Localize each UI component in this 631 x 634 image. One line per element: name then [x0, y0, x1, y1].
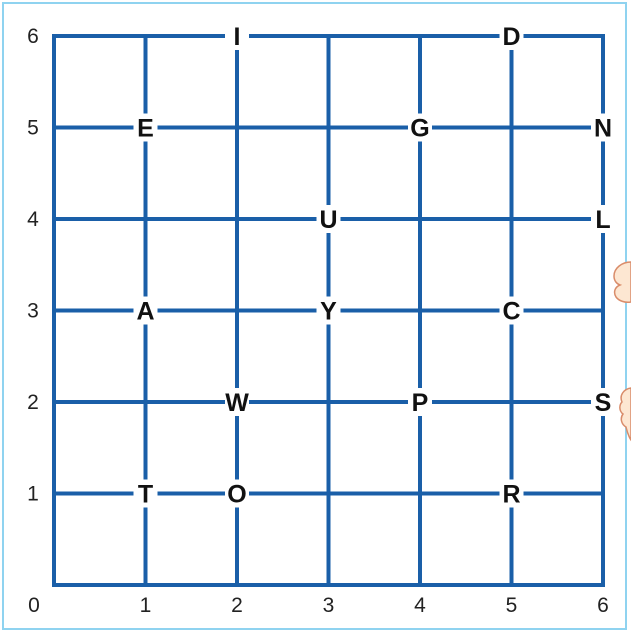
y-tick-label: 4 [27, 208, 39, 231]
letter-label: L [595, 206, 610, 234]
letter-label: N [594, 115, 612, 143]
x-tick-label: 6 [597, 594, 609, 617]
grid-letters: I D E G N U L A Y C W P S T O R [134, 22, 616, 509]
y-tick-label: 6 [27, 25, 39, 48]
grid-letter: D [500, 22, 524, 51]
grid-letter: R [500, 480, 524, 509]
y-tick-label: 1 [27, 483, 39, 506]
grid-letter: S [591, 388, 615, 417]
letter-label: A [136, 298, 154, 326]
letter-label: O [227, 481, 246, 509]
letter-label: P [412, 389, 429, 417]
grid-letter: I [225, 22, 249, 51]
letter-label: R [502, 481, 520, 509]
grid-letter: O [225, 480, 249, 509]
letter-label: D [502, 23, 520, 51]
letter-label: E [137, 115, 154, 143]
grid-letter: A [134, 297, 158, 326]
y-tick-label: 5 [27, 117, 39, 140]
letter-label: C [502, 298, 520, 326]
x-tick-label: 3 [323, 594, 335, 617]
grid-letter: U [317, 205, 341, 234]
letter-label: T [138, 481, 153, 509]
letter-label: S [595, 389, 612, 417]
x-tick-label: 2 [231, 594, 243, 617]
grid-letter: E [134, 114, 158, 143]
letter-label: U [319, 206, 337, 234]
grid-letter: N [591, 114, 615, 143]
grid-letter: T [134, 480, 158, 509]
x-tick-label: 1 [140, 594, 152, 617]
grid-letter: L [591, 205, 615, 234]
y-tick-label: 3 [27, 300, 39, 323]
letter-label: I [234, 23, 241, 51]
grid-letter: W [225, 388, 249, 417]
x-tick-label: 5 [506, 594, 518, 617]
letter-label: G [410, 115, 429, 143]
hand-icon [620, 388, 631, 440]
grid-letter: G [408, 114, 432, 143]
y-tick-label: 2 [27, 391, 39, 414]
grid-letter: C [500, 297, 524, 326]
x-tick-label: 0 [28, 594, 40, 617]
letter-label: W [225, 389, 249, 417]
x-tick-label: 4 [414, 594, 426, 617]
grid-letter: Y [317, 297, 341, 326]
grid-letter: P [408, 388, 432, 417]
hand-icon [614, 262, 631, 302]
letter-label: Y [320, 298, 337, 326]
